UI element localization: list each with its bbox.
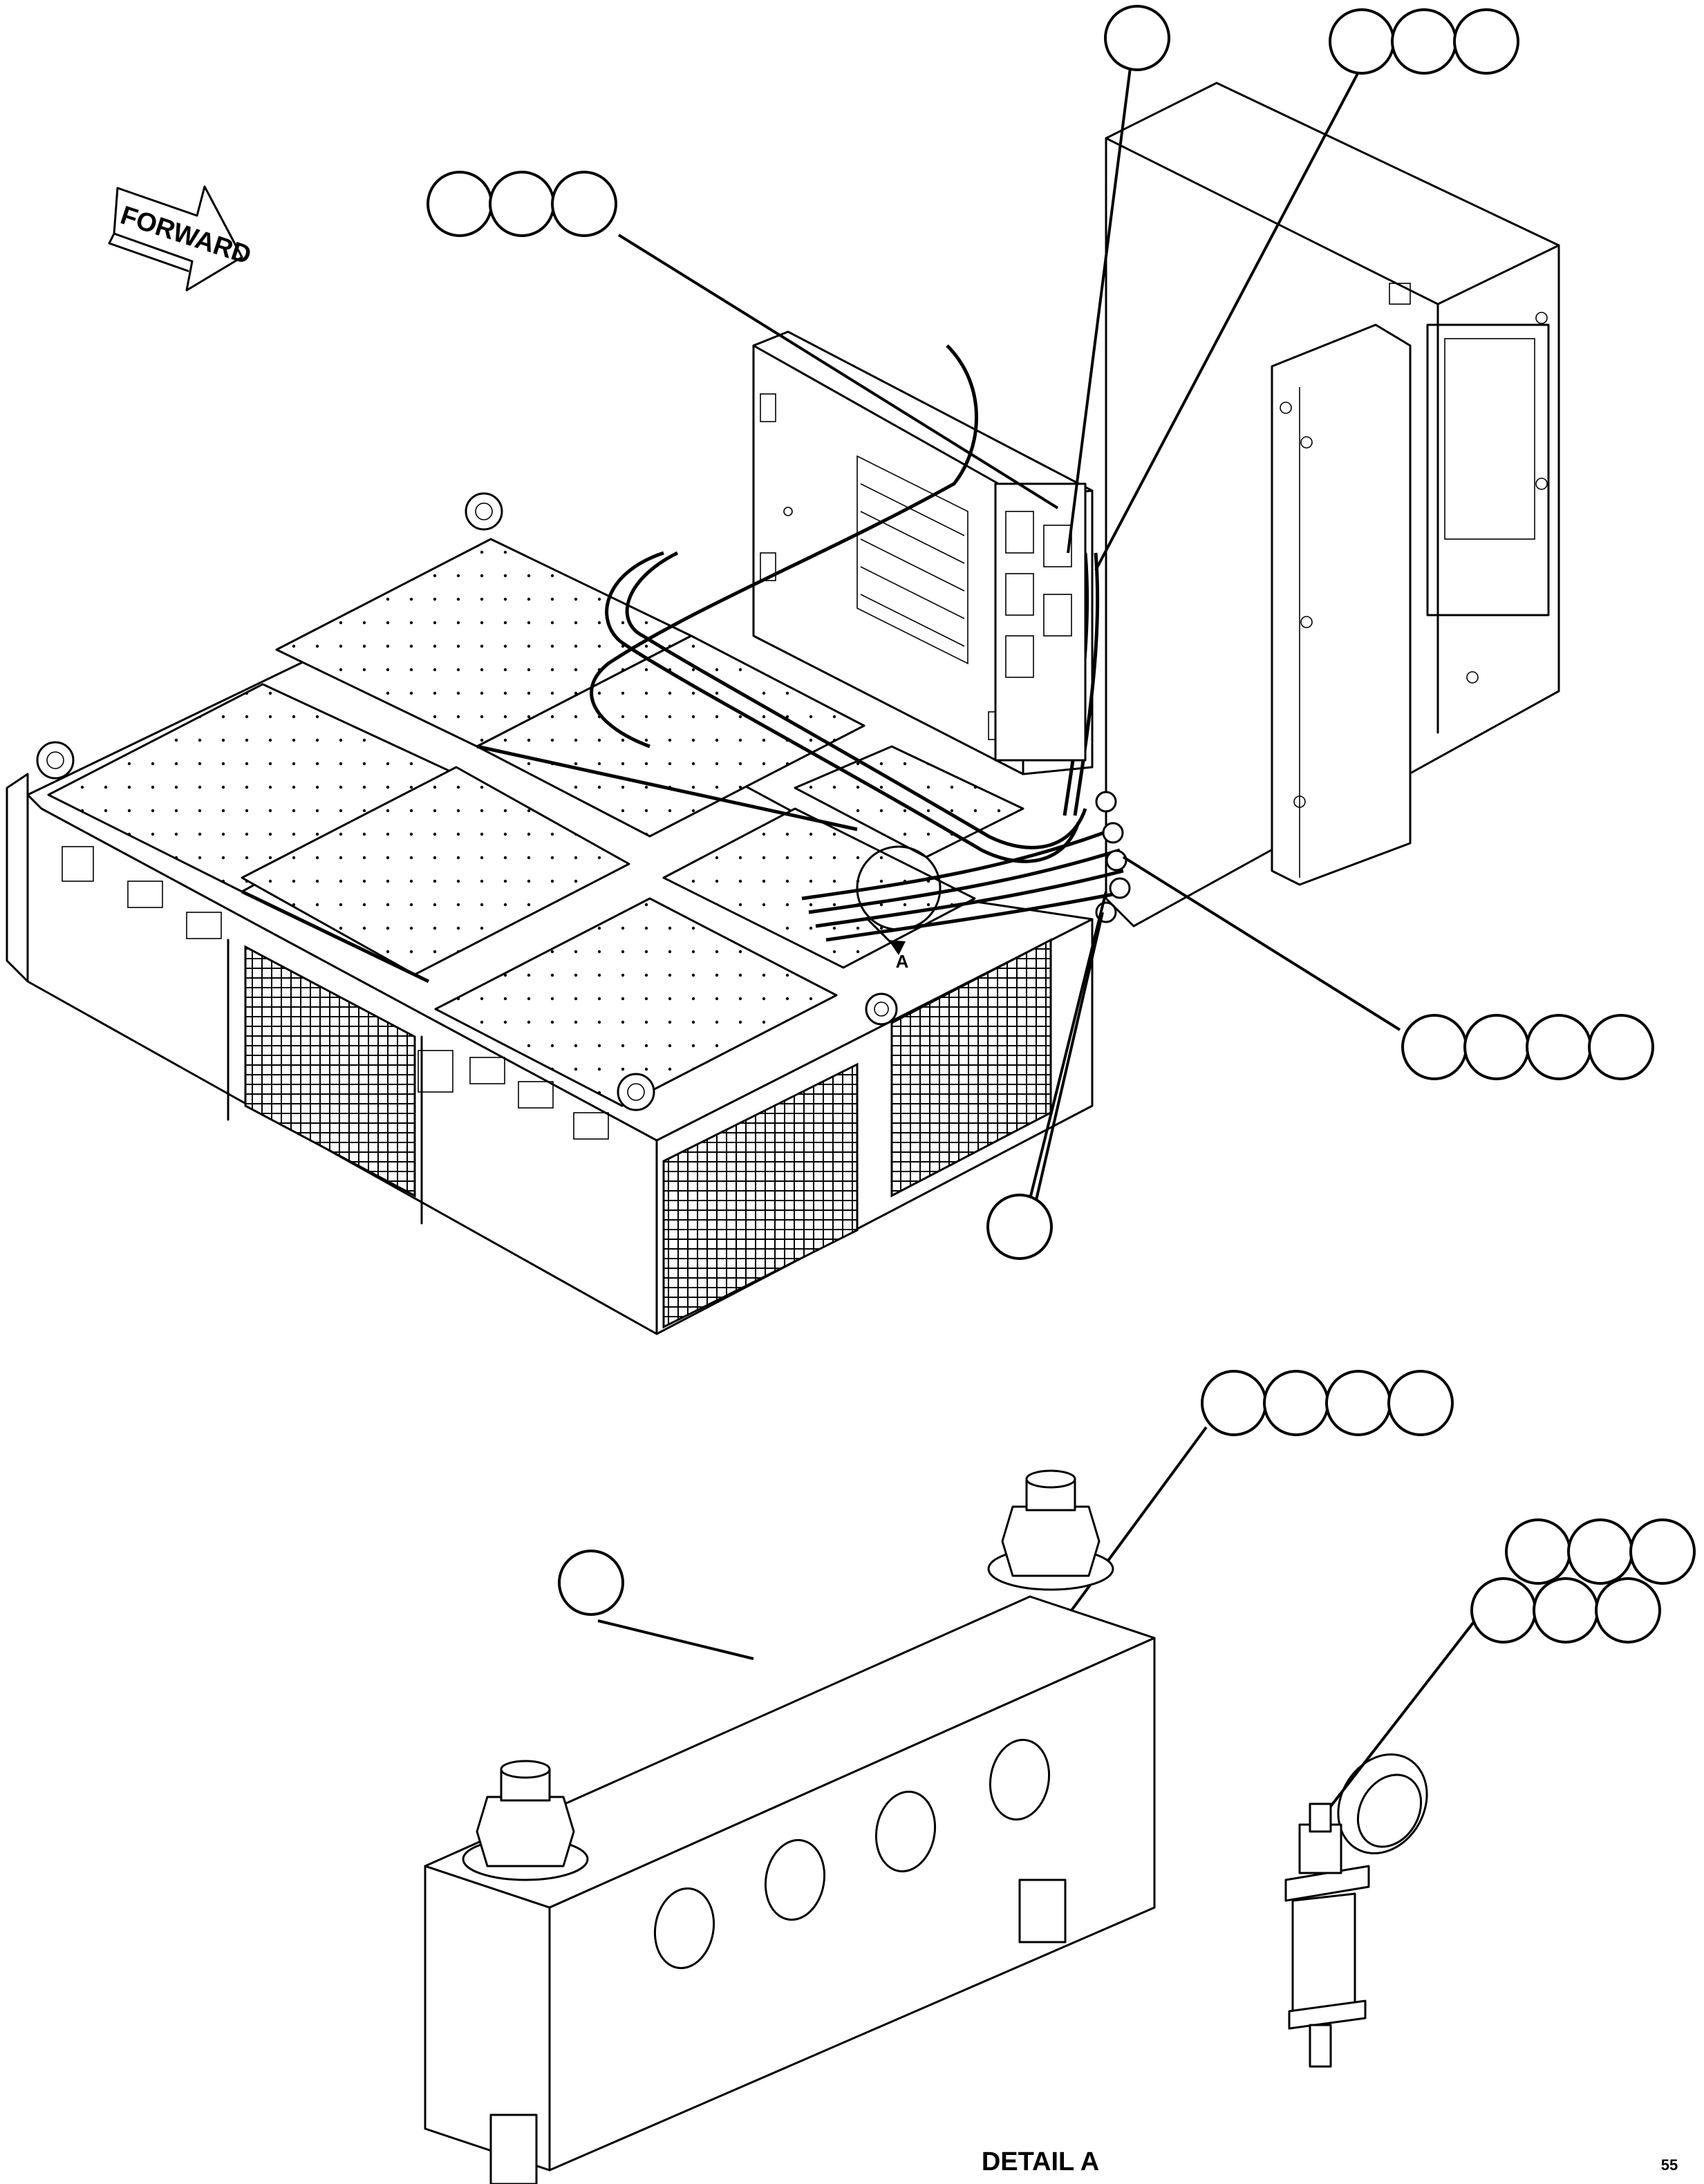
louver-vents (856, 455, 968, 665)
callout-group-left-triple (427, 171, 617, 237)
rear-cabinet (1105, 82, 1560, 928)
detail-a-loop-clamp (1284, 1753, 1428, 2068)
cable-harness (590, 344, 1131, 942)
callout-group-top-single (1104, 5, 1170, 71)
detail-a-caption: DETAIL A (982, 2147, 1099, 2176)
sheet-number: 55 (1661, 2156, 1678, 2174)
detail-a-letter: A (896, 951, 909, 972)
callout-group-right-quad (1401, 1014, 1654, 1080)
callout-group-detail-quad (1201, 1370, 1454, 1436)
forward-arrow: FORWARD (108, 185, 254, 292)
lifting-eyes (36, 492, 898, 1111)
main-assembly: A (6, 82, 1560, 1335)
leader-lines (597, 65, 1484, 1812)
callout-group-detail-clamp-six (1470, 1518, 1696, 1644)
top-cover-panels (47, 538, 1024, 1107)
detail-a-marker: A (856, 845, 942, 972)
vent-grilles (244, 938, 1052, 1329)
callout-balloons (427, 5, 1696, 1644)
callout-group-lower-single (986, 1194, 1053, 1260)
callout-group-detail-single (558, 1550, 624, 1616)
detail-a-clamp-block (424, 1469, 1156, 2184)
callout-group-top-triple (1329, 8, 1519, 75)
